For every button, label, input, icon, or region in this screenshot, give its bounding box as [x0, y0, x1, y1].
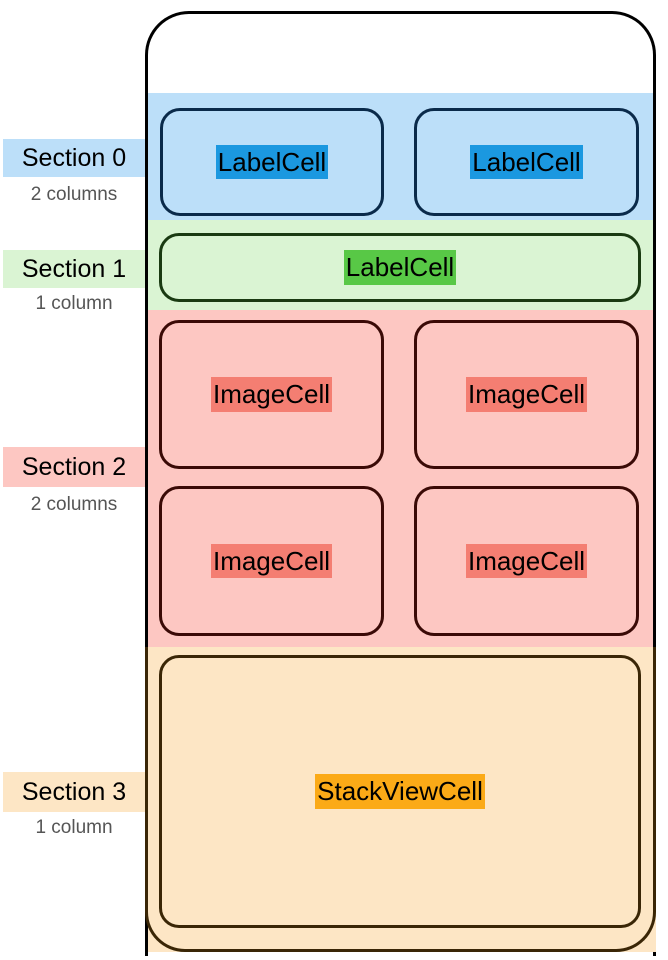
section-2-title-text: Section 2 — [21, 452, 127, 481]
section-3-stackview-cell[interactable]: StackViewCell — [159, 655, 641, 928]
section-0-label-cell-1[interactable]: LabelCell — [160, 108, 384, 216]
cell-type-tag: LabelCell — [343, 250, 457, 285]
frame-right-edge — [653, 93, 656, 647]
section-0-label-cell-2[interactable]: LabelCell — [414, 108, 639, 216]
section-1-subtitle: 1 column — [35, 293, 113, 314]
section-0-subtitle: 2 columns — [30, 184, 118, 205]
section-2-image-cell-1[interactable]: ImageCell — [159, 320, 384, 469]
section-1-label-cell[interactable]: LabelCell — [159, 233, 641, 302]
section-2-image-cell-4[interactable]: ImageCell — [414, 486, 639, 636]
section-3-title: Section 3 — [3, 772, 145, 812]
cell-type-tag: LabelCell — [470, 144, 583, 180]
section-2-image-cell-2[interactable]: ImageCell — [414, 320, 639, 469]
section-0-title: Section 0 — [3, 139, 145, 177]
cell-type-tag: ImageCell — [210, 543, 333, 579]
section-0-title-text: Section 0 — [21, 143, 127, 172]
frame-left-edge — [145, 93, 148, 952]
section-1-title: Section 1 — [3, 250, 145, 288]
cell-type-tag: ImageCell — [465, 543, 588, 579]
section-2-image-cell-3[interactable]: ImageCell — [159, 486, 384, 636]
section-1-title-text: Section 1 — [21, 254, 127, 283]
section-3-title-text: Section 3 — [21, 777, 127, 806]
section-2-subtitle: 2 columns — [30, 494, 118, 515]
section-2-title: Section 2 — [3, 447, 145, 487]
cell-type-tag: ImageCell — [210, 377, 333, 412]
cell-type-tag: StackViewCell — [315, 774, 485, 809]
cell-type-tag: LabelCell — [215, 144, 329, 180]
section-3-subtitle: 1 column — [35, 817, 113, 838]
cell-type-tag: ImageCell — [465, 377, 588, 412]
